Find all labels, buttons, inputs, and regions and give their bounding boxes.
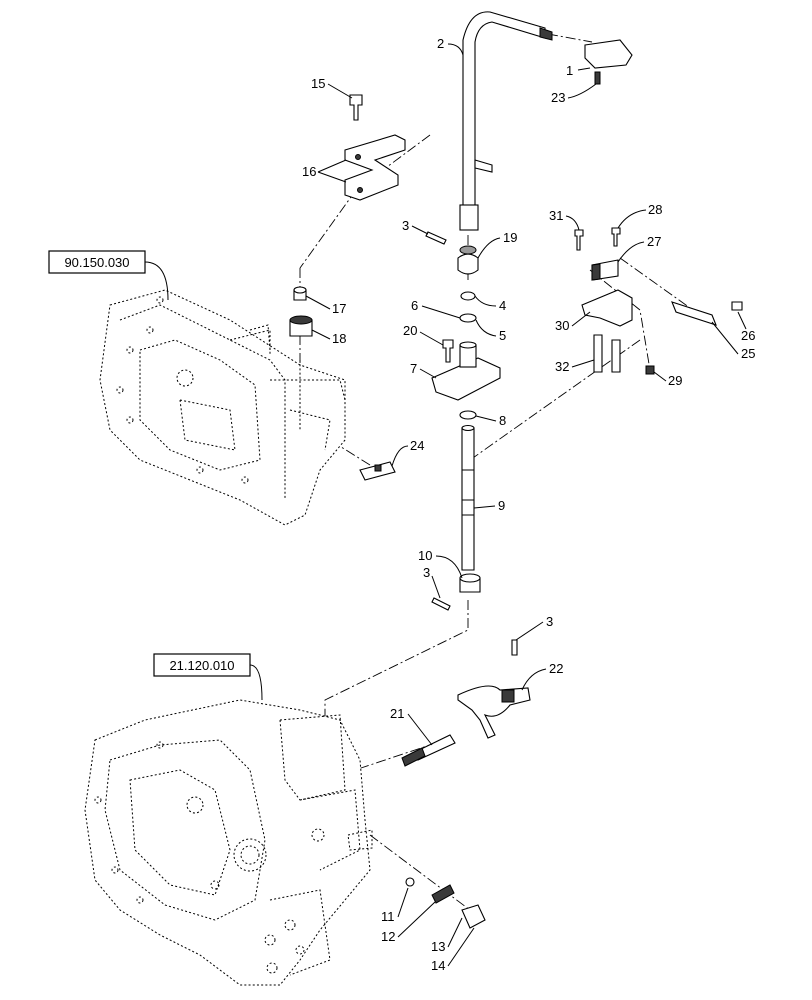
- return-springs: [593, 334, 621, 373]
- knob-screw: [594, 71, 601, 85]
- nut: [645, 365, 655, 375]
- callout-21: 21: [390, 706, 404, 721]
- lever-bolt: [731, 301, 743, 311]
- detent-plug: [461, 904, 486, 929]
- callout-13: 13: [431, 939, 445, 954]
- callout-22: 22: [549, 661, 563, 676]
- roll-pin-fork: [511, 639, 518, 656]
- callout-23: 23: [551, 90, 565, 105]
- callout-labels: 1 2 23 15 16 3 19 4 5 6 20 7 8 9 10 3 3 …: [302, 36, 755, 973]
- callout-8: 8: [499, 413, 506, 428]
- callout-24: 24: [410, 438, 424, 453]
- callout-10: 10: [418, 548, 432, 563]
- roll-pin: [425, 231, 447, 245]
- callout-11: 11: [381, 909, 395, 924]
- callout-3-b: 3: [423, 565, 430, 580]
- switch-bracket: [581, 289, 633, 327]
- callout-14: 14: [431, 958, 445, 973]
- callout-32: 32: [555, 359, 569, 374]
- callout-3-a: 3: [402, 218, 409, 233]
- gearbox-housing: [84, 699, 373, 986]
- reference-box-21[interactable]: 21.120.010: [153, 653, 263, 701]
- mounting-bolt: [349, 94, 363, 121]
- detent-ball: [405, 877, 415, 887]
- callout-19: 19: [503, 230, 517, 245]
- callout-31: 31: [549, 208, 563, 223]
- callout-15: 15: [311, 76, 325, 91]
- callout-16: 16: [302, 164, 316, 179]
- callout-6: 6: [411, 298, 418, 313]
- lever-plate: [671, 301, 717, 326]
- callout-3-c: 3: [546, 614, 553, 629]
- bracket-screw: [574, 229, 584, 251]
- switch-screw: [611, 227, 621, 247]
- callout-29: 29: [668, 373, 682, 388]
- mounting-bracket-housing: [99, 289, 346, 526]
- roll-pin-lower: [431, 597, 451, 611]
- callout-18: 18: [332, 331, 346, 346]
- callout-7: 7: [410, 361, 417, 376]
- shaft-washer: [459, 410, 477, 420]
- lever-housing: [431, 357, 501, 401]
- callout-5: 5: [499, 328, 506, 343]
- callout-25: 25: [741, 346, 755, 361]
- shift-fork: [457, 685, 531, 739]
- washer: [459, 313, 477, 323]
- callout-17: 17: [332, 301, 346, 316]
- callout-4: 4: [499, 298, 506, 313]
- callout-28: 28: [648, 202, 662, 217]
- reference-label-90: 90.150.030: [64, 255, 129, 270]
- mounting-bracket-plate: [344, 134, 406, 201]
- reference-label-21: 21.120.010: [169, 658, 234, 673]
- reference-box-90[interactable]: 90.150.030: [48, 250, 169, 301]
- callout-30: 30: [555, 318, 569, 333]
- callout-12: 12: [381, 929, 395, 944]
- circlip: [460, 291, 476, 301]
- shift-shaft: [461, 427, 475, 571]
- housing-bolt: [442, 339, 454, 363]
- callout-27: 27: [647, 234, 661, 249]
- gear-lever-knob: [584, 39, 633, 69]
- callout-26: 26: [741, 328, 755, 343]
- rubber-bellows: [457, 253, 479, 275]
- callout-20: 20: [403, 323, 417, 338]
- callout-9: 9: [498, 498, 505, 513]
- gear-lever-rod: [462, 11, 546, 211]
- callout-2: 2: [437, 36, 444, 51]
- callout-1: 1: [566, 63, 573, 78]
- detent-spring: [431, 884, 455, 904]
